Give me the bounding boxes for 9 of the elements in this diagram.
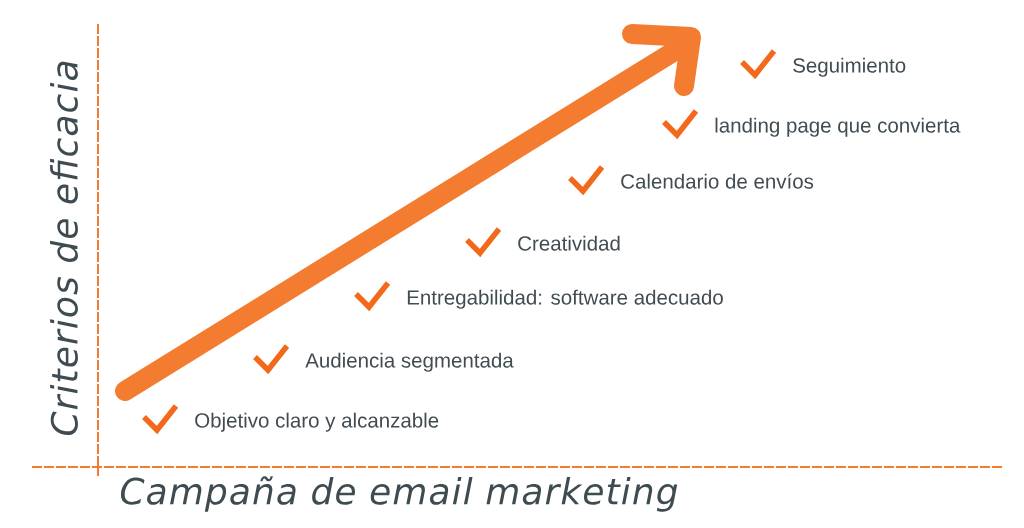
item-label: Creatividad — [518, 235, 620, 251]
axis-title: Campaña de email marketing — [120, 476, 678, 512]
axis-title: Criterios de eficacia — [50, 61, 78, 436]
item-label: Audiencia segmentada — [305, 352, 514, 372]
item-label: Calendario de envíos — [621, 173, 814, 189]
item-label: Entregabilidad: software adecuado — [407, 289, 723, 309]
item-label: landing page que convierta — [715, 117, 961, 137]
item-label: Seguimiento — [793, 57, 906, 77]
item-label: Objetivo claro y alcanzable — [195, 412, 439, 432]
